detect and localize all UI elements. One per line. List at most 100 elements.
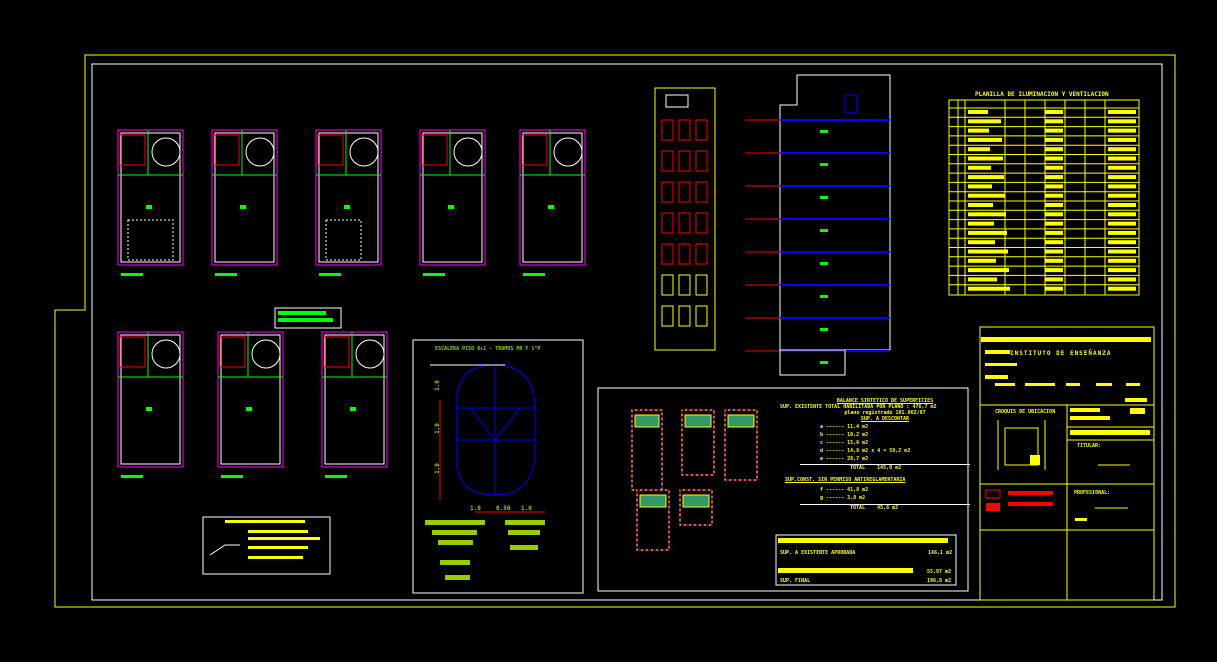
row-key: c	[820, 440, 824, 446]
balance-row: d ------ 14,8 m2 x 4 = 59,2 m2	[820, 448, 911, 454]
cad-line	[553, 137, 583, 167]
facade-elevation	[654, 87, 716, 351]
cad-line	[1108, 212, 1136, 217]
cad-line	[1045, 221, 1063, 226]
cad-line	[350, 407, 356, 411]
cad-line	[684, 414, 712, 428]
cad-line	[1008, 491, 1053, 495]
nonperm-title: SUP.CONST. SIN PERMISO ANTIREGLAMENTARIA	[785, 477, 906, 483]
window	[661, 212, 674, 234]
cad-line	[325, 219, 362, 261]
cad-line	[779, 349, 846, 376]
cad-line	[985, 363, 1017, 366]
cad-line	[119, 336, 146, 368]
cad-line	[322, 332, 387, 378]
cad-line	[1045, 147, 1063, 152]
cad-line	[968, 249, 1008, 254]
floor-plan	[315, 129, 382, 276]
cad-line	[1045, 240, 1063, 245]
cad-line	[1045, 137, 1063, 142]
cad-line	[1108, 268, 1136, 273]
cad-line	[968, 212, 1006, 217]
cad-line	[317, 134, 344, 166]
cad-line	[1108, 184, 1136, 189]
location-label: CROQUIS DE UBICACION	[995, 409, 1056, 415]
stair-height-2: 1.0	[433, 423, 441, 434]
cad-line	[968, 268, 1009, 273]
owner-label: TITULAR:	[1077, 443, 1102, 449]
cad-line	[344, 205, 350, 209]
window	[678, 274, 691, 296]
plan-label	[121, 475, 143, 478]
cad-line	[422, 132, 483, 263]
cad-line	[1045, 249, 1063, 254]
cad-line	[118, 130, 183, 176]
cad-line	[968, 137, 1002, 142]
window	[678, 181, 691, 203]
mini-plan	[631, 409, 663, 491]
row-key: b	[820, 432, 824, 438]
lighting-table	[948, 99, 1140, 296]
window	[695, 212, 708, 234]
final-value: 196,8 m2	[927, 578, 952, 584]
cad-line	[521, 134, 548, 166]
cad-line	[1045, 286, 1063, 291]
cad-line	[119, 134, 146, 166]
balance-row: e ------ 28,7 m2	[820, 456, 869, 462]
floor-plan	[117, 331, 184, 478]
window	[678, 243, 691, 265]
cad-line	[968, 156, 1003, 161]
cad-line	[419, 129, 486, 266]
mini-plan	[724, 409, 758, 481]
floor-plans	[117, 129, 586, 478]
cad-line	[1045, 277, 1063, 282]
cad-line	[968, 230, 1007, 235]
stair-height-1: 1.0	[433, 380, 441, 391]
cad-line	[248, 530, 308, 533]
total2-row: TOTAL 45,6 m2	[800, 504, 970, 511]
cad-line	[508, 530, 540, 535]
window	[678, 305, 691, 327]
cad-line	[1045, 193, 1063, 198]
stair-dim-3: 1.0	[521, 505, 532, 512]
cad-line	[1070, 408, 1100, 412]
approved-label: SUP. A EXISTENTE APROBADA	[780, 550, 856, 556]
cad-line	[457, 365, 535, 495]
row-value: 3,8 m2	[847, 495, 866, 501]
plan-label	[523, 273, 545, 276]
sheet-border	[91, 63, 1163, 601]
balance-row: a ------ 11,4 m2	[820, 424, 869, 430]
cad-line	[1045, 175, 1063, 180]
cad-line	[248, 556, 303, 559]
cad-line	[1108, 110, 1136, 114]
cad-line	[432, 530, 477, 535]
cad-line	[639, 494, 667, 508]
floor-plan	[211, 129, 278, 276]
cad-line	[968, 110, 988, 114]
cad-line	[1108, 147, 1136, 152]
window	[661, 119, 674, 141]
sub-value: 55,97 m2	[927, 569, 952, 575]
final-label: SUP. FINAL	[780, 578, 811, 584]
window	[695, 305, 708, 327]
cad-line	[315, 129, 382, 266]
cad-line	[421, 134, 448, 166]
floor-plan	[217, 331, 284, 478]
floor-plan	[519, 129, 586, 276]
cad-line	[212, 130, 277, 176]
cad-line	[968, 175, 1004, 180]
legend-box	[274, 307, 342, 329]
cad-line	[245, 137, 275, 167]
cad-line	[213, 134, 240, 166]
approved-value: 146,1 m2	[928, 550, 953, 556]
cad-line	[745, 94, 890, 364]
cad-line	[505, 520, 545, 525]
cad-line	[211, 129, 278, 266]
cad-line	[844, 94, 858, 114]
window	[695, 181, 708, 203]
cad-line	[1108, 175, 1136, 180]
cad-line	[1096, 383, 1112, 386]
cad-line	[1045, 184, 1063, 189]
